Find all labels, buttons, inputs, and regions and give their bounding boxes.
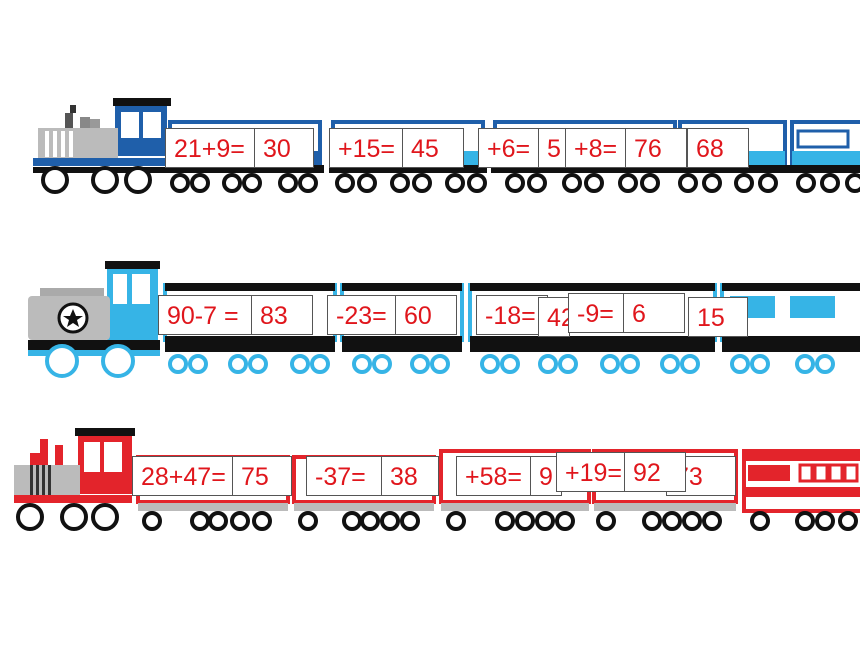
train3-box-4[interactable]: 38 bbox=[381, 456, 439, 496]
train-2-graphic bbox=[28, 261, 860, 378]
train3-box-3: -37= bbox=[306, 456, 384, 496]
train1-box-9[interactable]: 68 bbox=[687, 128, 749, 168]
train1-box-3: +15= bbox=[329, 128, 411, 168]
train1-box-1: 21+9= bbox=[165, 128, 265, 168]
train2-box-8[interactable]: 6 bbox=[623, 293, 685, 333]
train2-box-1: 90-7 = bbox=[158, 295, 258, 335]
train-2 bbox=[0, 258, 860, 383]
locomotive-3 bbox=[14, 428, 135, 531]
train2-box-7: -9= bbox=[568, 293, 633, 333]
train3-box-1: 28+47= bbox=[132, 456, 242, 496]
train3-box-2[interactable]: 75 bbox=[232, 456, 292, 496]
train1-box-5: +6= bbox=[478, 128, 548, 168]
train3-box-7: +19= bbox=[556, 452, 634, 492]
train2-box-5: -18= bbox=[476, 295, 548, 335]
train1-box-7: +8= bbox=[565, 128, 635, 168]
train1-box-4[interactable]: 45 bbox=[402, 128, 464, 168]
train2-box-9[interactable]: 15 bbox=[688, 297, 748, 337]
train3-box-8[interactable]: 92 bbox=[624, 452, 686, 492]
train2-box-2[interactable]: 83 bbox=[251, 295, 313, 335]
train2-box-6[interactable]: 42 bbox=[538, 297, 570, 337]
train1-box-8[interactable]: 76 bbox=[625, 128, 687, 168]
train1-box-6[interactable]: 5 bbox=[538, 128, 568, 168]
train1-box-2[interactable]: 30 bbox=[254, 128, 314, 168]
car-1-5 bbox=[788, 120, 860, 193]
train2-box-4[interactable]: 60 bbox=[395, 295, 457, 335]
locomotive-2 bbox=[28, 261, 160, 378]
locomotive-1 bbox=[33, 98, 171, 194]
train3-box-5: +58= bbox=[456, 456, 541, 496]
car-3-5 bbox=[742, 449, 860, 531]
train2-box-3: -23= bbox=[327, 295, 405, 335]
